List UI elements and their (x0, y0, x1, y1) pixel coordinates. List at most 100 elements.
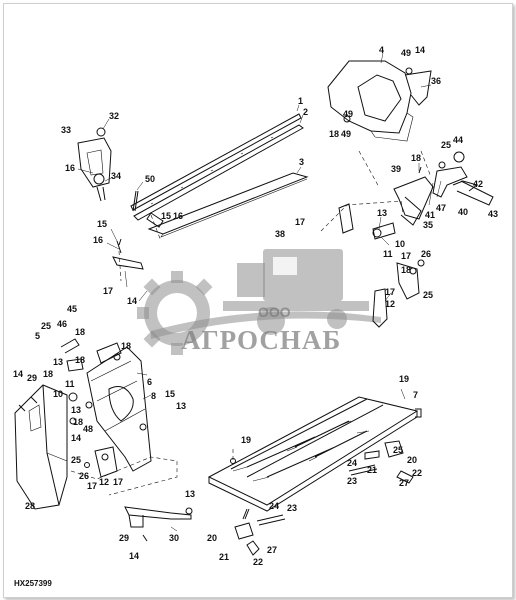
hinge-parts (60, 338, 178, 496)
callout-1: 1 (298, 96, 303, 106)
callout-18-c: 18 (401, 265, 411, 275)
callout-12: 12 (385, 299, 395, 309)
callout-16-c: 16 (93, 235, 103, 245)
callout-23: 23 (347, 476, 357, 486)
callout-17-b: 17 (103, 286, 113, 296)
drawing-frame: ООО АГРОСНАБ (3, 3, 513, 598)
alignment-lines (118, 150, 432, 463)
callout-26: 26 (421, 249, 431, 259)
callout-6: 6 (147, 377, 152, 387)
fasteners-50 (132, 181, 164, 228)
callout-25: 25 (441, 140, 451, 150)
callout-3: 3 (299, 157, 304, 167)
callout-18-f: 18 (43, 369, 53, 379)
callout-18: 18 (411, 153, 421, 163)
callout-10-b: 10 (395, 239, 405, 249)
callout-12-b: 12 (99, 477, 109, 487)
tray-frame-7 (207, 388, 422, 512)
callout-13-c: 13 (176, 401, 186, 411)
callout-17-e: 17 (87, 481, 97, 491)
side-panel-6 (85, 342, 152, 472)
lever-30 (124, 506, 193, 542)
callout-18-g: 18 (121, 341, 131, 351)
callout-36: 36 (431, 76, 441, 86)
callout-27-b: 27 (267, 545, 277, 555)
callout-28: 28 (25, 501, 35, 511)
harvester-silhouette-icon (223, 249, 369, 335)
callout-14: 14 (415, 45, 425, 55)
callout-42: 42 (473, 179, 483, 189)
callout-7: 7 (413, 390, 418, 400)
callout-41: 41 (425, 210, 435, 220)
callout-43: 43 (488, 209, 498, 219)
callout-40: 40 (458, 207, 468, 217)
callout-18-d: 18 (75, 327, 85, 337)
callout-15-b: 15 (161, 211, 171, 221)
callout-45: 45 (67, 304, 77, 314)
callout-15: 15 (97, 219, 107, 229)
callout-8: 8 (151, 391, 156, 401)
callout-48: 48 (83, 424, 93, 434)
callout-17: 17 (295, 217, 305, 227)
bracket-35 (320, 200, 404, 246)
callout-11-b: 11 (383, 249, 393, 259)
callout-25-c: 25 (41, 321, 51, 331)
drawing-code: HX257399 (14, 579, 52, 588)
exploded-parts-diagram: ООО АГРОСНАБ (13, 45, 498, 588)
callout-35: 35 (423, 220, 433, 230)
callout-22: 22 (412, 468, 422, 478)
callout-10: 10 (53, 389, 63, 399)
callout-25-b: 25 (423, 290, 433, 300)
callout-5: 5 (35, 331, 40, 341)
callout-29: 29 (27, 373, 37, 383)
callout-39: 39 (391, 164, 401, 174)
watermark: ООО АГРОСНАБ (137, 249, 381, 355)
callout-4: 4 (379, 45, 384, 55)
callout-17-d: 17 (385, 287, 395, 297)
callout-38: 38 (275, 229, 285, 239)
watermark-brand: АГРОСНАБ (181, 325, 341, 355)
bracket-33 (77, 118, 114, 202)
callout-33: 33 (61, 125, 71, 135)
callout-18-e: 18 (75, 355, 85, 365)
callout-20: 20 (407, 455, 417, 465)
lever-linkage (393, 151, 494, 226)
callout-49-c: 49 (341, 129, 351, 139)
callout-14-b: 14 (127, 296, 137, 306)
callout-23-b: 23 (287, 503, 297, 513)
callout-25-d: 25 (71, 455, 81, 465)
strip-assembly (130, 104, 304, 221)
callout-11: 11 (65, 379, 75, 389)
callout-44: 44 (453, 135, 463, 145)
callout-26-b: 26 (79, 471, 89, 481)
callout-2: 2 (303, 107, 308, 117)
callout-24: 24 (347, 458, 357, 468)
callout-14-d: 14 (71, 433, 81, 443)
callout-34: 34 (111, 171, 121, 181)
callout-18-b: 18 (329, 129, 339, 139)
callout-18-h: 18 (73, 417, 83, 427)
bracket-12 (372, 259, 425, 328)
callout-13: 13 (53, 357, 63, 367)
callout-13-e: 13 (185, 489, 195, 499)
callout-30: 30 (169, 533, 179, 543)
callout-16-b: 16 (173, 211, 183, 221)
callout-21-b: 21 (219, 552, 229, 562)
callout-49: 49 (401, 48, 411, 58)
callout-32: 32 (109, 111, 119, 121)
callout-13-d: 13 (71, 405, 81, 415)
callout-47: 47 (436, 203, 446, 213)
watermark-prefix: ООО (258, 304, 291, 320)
callout-19: 19 (399, 374, 409, 384)
clip-bracket (106, 228, 148, 302)
callout-17-f: 17 (113, 477, 123, 487)
callout-20-b: 20 (207, 533, 217, 543)
callout-29-b: 29 (119, 533, 129, 543)
callout-22-b: 22 (253, 557, 263, 567)
hood-cover-4 (327, 52, 432, 142)
callout-15-c: 15 (165, 389, 175, 399)
callout-27: 27 (399, 478, 409, 488)
callout-46: 46 (57, 319, 67, 329)
latch-parts (234, 440, 414, 556)
callout-17-c: 17 (401, 251, 411, 261)
